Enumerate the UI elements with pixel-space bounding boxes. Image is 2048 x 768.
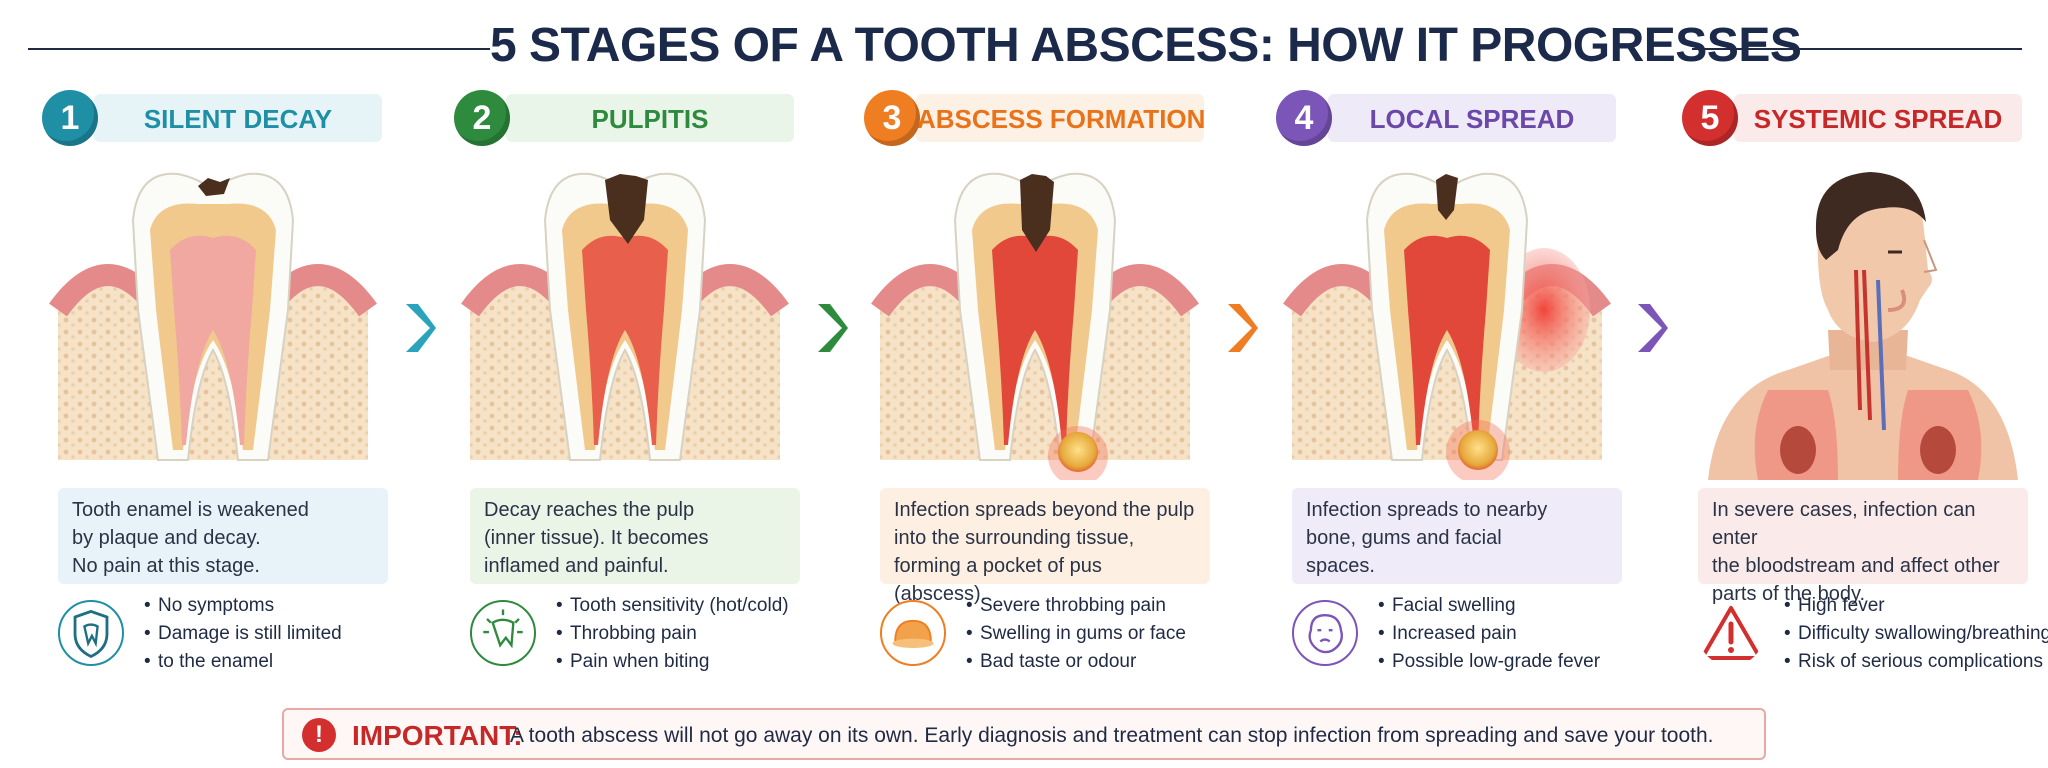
warning-triangle-icon [1698,600,1764,666]
description-line: into the surrounding tissue, [894,527,1135,549]
stage-2-pulpitis: PULPITIS 2 Decay reaches the pulp (inner… [440,90,820,680]
tooth-cross-section-illustration [461,172,789,461]
description-line: spaces. [1306,555,1375,577]
stage-number-badge: 2 [454,90,510,146]
sensitive-tooth-icon [470,600,536,666]
stage-description: Tooth enamel is weakened by plaque and d… [58,488,388,584]
stage-header: SYSTEMIC SPREAD 5 [1682,90,2022,146]
abscess-icon [880,600,946,666]
stage-description: Infection spreads beyond the pulp into t… [880,488,1210,605]
description-line: (inner tissue). It becomes [484,527,709,549]
description-line: Decay reaches the pulp [484,499,695,521]
human-torso-illustration [1708,172,2018,480]
stage-number-badge: 3 [864,90,920,146]
tooth-cross-section-illustration [871,172,1199,480]
stage-label: ABSCESS FORMATION [916,94,1205,142]
symptom-item: to the enamel [144,648,414,676]
stage-number-badge: 4 [1276,90,1332,146]
symptom-list: No symptoms Damage is still limited to t… [144,592,414,676]
stage-header: SILENT DECAY 1 [42,90,382,146]
symptom-item: Damage is still limited [144,620,414,648]
symptom-block: No symptoms Damage is still limited to t… [58,592,398,676]
tooth-cross-section-illustration [1283,172,1611,480]
description-line: bone, gums and facial [1306,527,1502,549]
stage-label: LOCAL SPREAD [1328,94,1616,142]
symptom-item: Tooth sensitivity (hot/cold) [556,592,826,620]
important-label: IMPORTANT: [352,720,523,751]
description-line: by plaque and decay. [72,527,261,549]
stage-number-badge: 5 [1682,90,1738,146]
title-rule-left [28,48,490,50]
symptom-item: Bad taste or odour [966,648,1236,676]
symptom-item: Severe throbbing pain [966,592,1236,620]
stage-description: Decay reaches the pulp (inner tissue). I… [470,488,800,584]
title-row: 5 STAGES OF A TOOTH ABSCESS: HOW IT PROG… [0,14,2048,84]
stage-number-badge: 1 [42,90,98,146]
stage-header: LOCAL SPREAD 4 [1276,90,1616,146]
swollen-face-icon [1292,600,1358,666]
symptom-item: Swelling in gums or face [966,620,1236,648]
symptom-item: Pain when biting [556,648,826,676]
description-line: inflamed and painful. [484,555,669,577]
description-line: In severe cases, infection can enter [1712,499,1976,549]
stage-label: PULPITIS [506,94,794,142]
symptom-item: Increased pain [1378,620,1648,648]
important-banner: ! IMPORTANT: A tooth abscess will not go… [282,708,1766,760]
symptom-item: Throbbing pain [556,620,826,648]
symptom-item: High fever [1784,592,2048,620]
shield-tooth-icon [58,600,124,666]
description-line: Tooth enamel is weakened [72,499,309,521]
stage-4-local-spread: LOCAL SPREAD 4 [1262,90,1642,680]
chevron-right-icon [818,304,848,352]
symptom-item: Facial swelling [1378,592,1648,620]
chevron-right-icon [406,304,436,352]
stage-label: SILENT DECAY [94,94,382,142]
description-line: the bloodstream and affect other [1712,555,2000,577]
tooth-cross-section-illustration [49,172,377,461]
symptom-list: High fever Difficulty swallowing/breathi… [1784,592,2048,676]
symptom-block: High fever Difficulty swallowing/breathi… [1698,592,2048,676]
description-line: forming a pocket of pus (abscess). [894,555,1102,605]
description-line: Infection spreads beyond the pulp [894,499,1195,521]
important-text: A tooth abscess will not go away on its … [510,724,1714,747]
stage-header: PULPITIS 2 [454,90,794,146]
symptom-item: Risk of serious complications [1784,648,2048,676]
symptom-list: Severe throbbing pain Swelling in gums o… [966,592,1236,676]
symptom-item: Difficulty swallowing/breathing [1784,620,2048,648]
exclamation-icon: ! [302,718,336,752]
chevron-right-icon [1638,304,1668,352]
stage-description: Infection spreads to nearby bone, gums a… [1292,488,1622,584]
symptom-block: Severe throbbing pain Swelling in gums o… [880,592,1220,676]
page-title: 5 STAGES OF A TOOTH ABSCESS: HOW IT PROG… [490,19,1802,72]
stage-label: SYSTEMIC SPREAD [1734,94,2022,142]
stage-3-abscess-formation: ABSCESS FORMATION 3 Infection spreads be… [850,90,1230,680]
title-rule-right [1692,48,2022,50]
stage-header: ABSCESS FORMATION 3 [864,90,1205,146]
symptom-list: Facial swelling Increased pain Possible … [1378,592,1648,676]
symptom-block: Facial swelling Increased pain Possible … [1292,592,1632,676]
chevron-right-icon [1228,304,1258,352]
symptom-list: Tooth sensitivity (hot/cold) Throbbing p… [556,592,826,676]
stage-5-systemic-spread: SYSTEMIC SPREAD 5 In severe cases, infec… [1668,90,2048,680]
stage-1-silent-decay: SILENT DECAY 1 Tooth enamel is weakened … [28,90,408,680]
description-line: Infection spreads to nearby [1306,499,1548,521]
symptom-block: Tooth sensitivity (hot/cold) Throbbing p… [470,592,810,676]
description-line: No pain at this stage. [72,555,260,577]
stage-description: In severe cases, infection can enter the… [1698,488,2028,605]
symptom-item: Possible low-grade fever [1378,648,1648,676]
symptom-item: No symptoms [144,592,414,620]
